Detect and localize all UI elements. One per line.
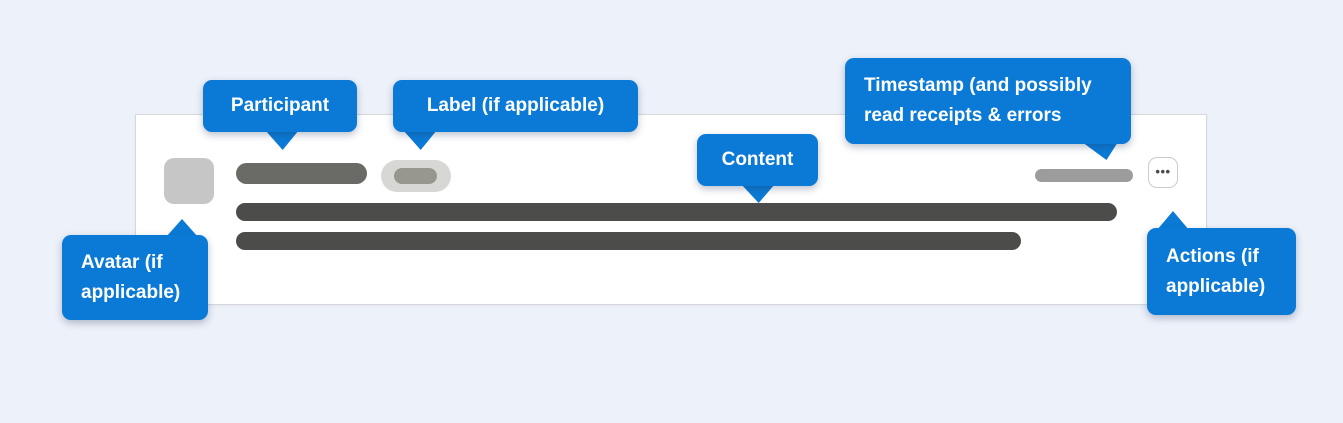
callout-participant-label: Participant xyxy=(230,95,330,116)
more-horizontal-icon: ••• xyxy=(1155,164,1171,179)
callout-content: Content xyxy=(697,134,818,186)
label-skeleton xyxy=(381,160,451,192)
callout-content-label: Content xyxy=(721,149,794,170)
content-line-skeleton xyxy=(236,203,1117,221)
callout-actions: Actions (if applicable) xyxy=(1147,228,1296,315)
content-line-skeleton xyxy=(236,232,1021,250)
callout-participant: Participant xyxy=(203,80,357,132)
participant-skeleton xyxy=(236,163,367,184)
callout-timestamp: Timestamp (and possibly read receipts & … xyxy=(845,58,1131,144)
label-inner-skeleton xyxy=(394,168,437,184)
avatar xyxy=(164,158,214,204)
callout-label: Label (if applicable) xyxy=(393,80,638,132)
more-actions-button[interactable]: ••• xyxy=(1148,157,1178,188)
callout-timestamp-label: Timestamp (and possibly read receipts & … xyxy=(864,75,1092,126)
callout-actions-label: Actions (if applicable) xyxy=(1166,245,1266,297)
callout-label-label: Label (if applicable) xyxy=(426,95,605,116)
timestamp-skeleton xyxy=(1035,169,1133,182)
callout-avatar: Avatar (if applicable) xyxy=(62,235,208,320)
callout-avatar-label: Avatar (if applicable) xyxy=(81,251,181,303)
